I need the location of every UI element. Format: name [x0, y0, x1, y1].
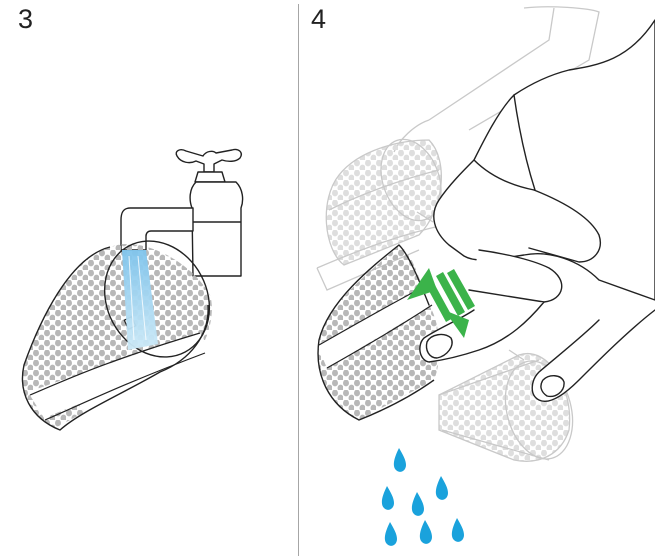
hand-icon [398, 19, 655, 402]
faucet-icon [120, 148, 244, 277]
panel-divider [298, 4, 299, 556]
step-number: 3 [18, 4, 34, 34]
water-stream-icon [122, 250, 158, 350]
step-3-illustration [21, 148, 244, 431]
water-drop-icon [381, 448, 464, 546]
twist-arrow-icon [407, 268, 475, 338]
step-3-panel: 3 [0, 0, 298, 558]
step-4-panel: 4 [299, 0, 655, 558]
step-number: 4 [311, 4, 327, 34]
step-4-illustration [316, 6, 655, 546]
